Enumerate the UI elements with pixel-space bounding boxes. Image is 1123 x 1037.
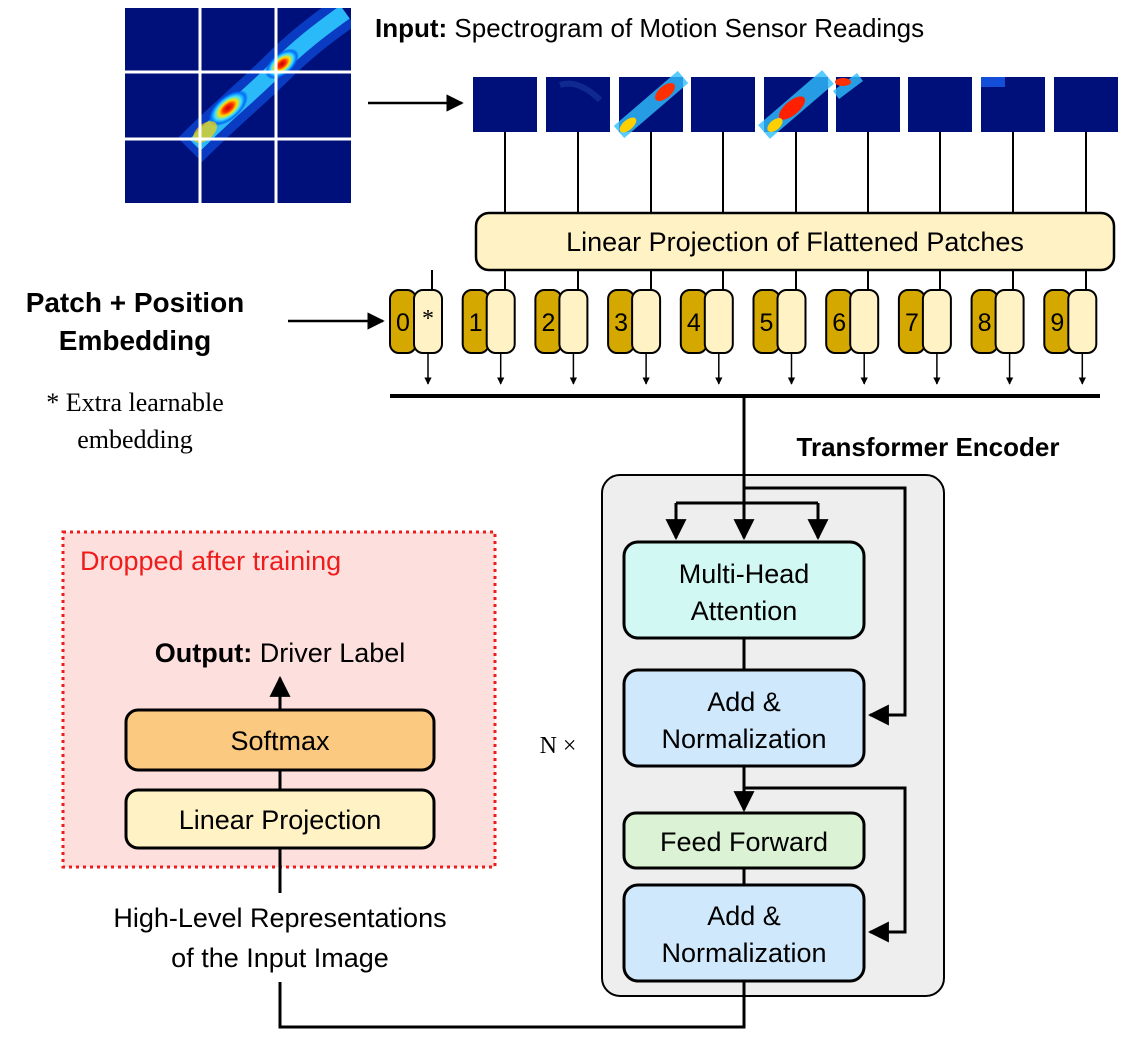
svg-text:Normalization: Normalization xyxy=(661,938,826,968)
patch-thumbnail-4 xyxy=(691,77,755,132)
projection-label: Linear Projection of Flattened Patches xyxy=(566,227,1024,257)
feed-forward-box: Feed Forward xyxy=(622,811,866,870)
patch-embedding-pill xyxy=(631,289,662,354)
extra-token-marker: * xyxy=(422,306,434,332)
position-index-label: 5 xyxy=(760,309,774,337)
encoder-repeat-label: N × xyxy=(540,733,577,759)
embedding-token-6: 6 xyxy=(825,289,880,385)
embedding-token-0: 0* xyxy=(389,289,443,385)
patch-embedding-pill xyxy=(703,289,734,354)
extra-embedding-note-line1: * Extra learnable xyxy=(46,388,224,417)
encoder-output-path xyxy=(278,981,746,1029)
projection-box: Linear Projection of Flattened Patches xyxy=(474,211,1116,272)
patch-thumbnail-7 xyxy=(908,77,972,132)
position-index-label: 6 xyxy=(832,309,846,337)
patch-embedding-pill xyxy=(1067,289,1098,354)
svg-text:Softmax: Softmax xyxy=(230,726,330,756)
position-index-label: 7 xyxy=(905,309,919,337)
patch-embedding-pill xyxy=(994,289,1025,354)
embedding-token-1: 1 xyxy=(461,289,516,385)
embedding-token-4: 4 xyxy=(679,289,734,385)
svg-text:Linear Projection: Linear Projection xyxy=(179,805,382,835)
input-label: Input: Spectrogram of Motion Sensor Read… xyxy=(375,13,924,43)
patch-embedding-pill xyxy=(485,289,516,354)
add-norm-box-1: Add & Normalization xyxy=(622,668,866,768)
embedding-token-3: 3 xyxy=(607,289,662,385)
position-index-label: 1 xyxy=(469,309,483,337)
patch-embedding-pill xyxy=(849,289,880,354)
representation-label-line1: High-Level Representations xyxy=(113,903,446,933)
add-norm-box-2: Add & Normalization xyxy=(622,883,866,983)
encoder-title: Transformer Encoder xyxy=(797,432,1060,462)
position-index-label: 4 xyxy=(687,309,701,337)
position-index-label: 8 xyxy=(978,309,992,337)
patch-embedding-pill xyxy=(558,289,589,354)
softmax-box: Softmax xyxy=(124,708,436,772)
svg-text:Feed Forward: Feed Forward xyxy=(660,827,828,857)
svg-text:Attention: Attention xyxy=(691,596,798,626)
patch-thumbnail-1 xyxy=(473,77,537,132)
spectrogram-grid-icon xyxy=(125,8,351,203)
output-label: Output: Driver Label xyxy=(155,638,406,668)
svg-text:Add &: Add & xyxy=(707,687,781,717)
patch-thumbnails xyxy=(473,70,1118,139)
position-index-label: 9 xyxy=(1050,309,1064,337)
position-index-label: 3 xyxy=(614,309,628,337)
dropped-label: Dropped after training xyxy=(80,546,341,576)
patch-embedding-pill xyxy=(921,289,952,354)
position-index-label: 2 xyxy=(541,309,555,337)
linear-projection-box: Linear Projection xyxy=(124,788,436,850)
embedding-token-8: 8 xyxy=(970,289,1025,385)
patch-embedding-pill xyxy=(776,289,807,354)
embedding-token-2: 2 xyxy=(534,289,589,385)
patch-thumbnail-9 xyxy=(1054,77,1118,132)
svg-text:Normalization: Normalization xyxy=(661,724,826,754)
position-index-label: 0 xyxy=(396,309,410,337)
embedding-token-5: 5 xyxy=(752,289,807,385)
embedding-token-7: 7 xyxy=(897,289,952,385)
svg-text:Add &: Add & xyxy=(707,901,781,931)
embedding-label-line2: Embedding xyxy=(59,325,211,356)
multi-head-attention-box: Multi-Head Attention xyxy=(622,540,866,640)
representation-label-line2: of the Input Image xyxy=(171,943,389,973)
embedding-token-9: 9 xyxy=(1043,289,1098,385)
embedding-label-line1: Patch + Position xyxy=(26,287,245,318)
svg-text:Multi-Head: Multi-Head xyxy=(679,559,810,589)
extra-embedding-note-line2: embedding xyxy=(77,425,193,454)
